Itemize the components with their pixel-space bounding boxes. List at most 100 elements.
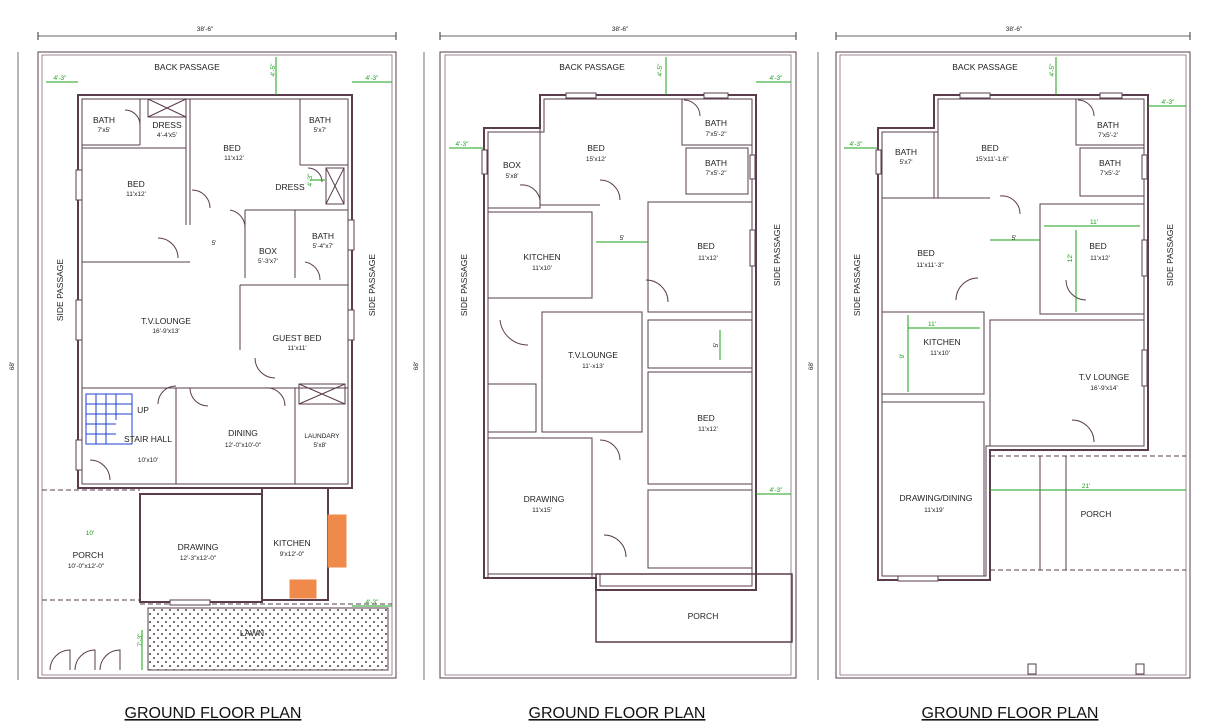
room-label: T.V.LOUNGE bbox=[568, 350, 618, 360]
room-label: BACK PASSAGE bbox=[952, 62, 1018, 72]
room-size: 11'-x13' bbox=[582, 363, 604, 370]
dimension-label: 4'-3" bbox=[770, 75, 784, 82]
dimension-label: 9' bbox=[899, 354, 906, 359]
room-size: 11'x19' bbox=[924, 507, 944, 514]
room-label: BOX bbox=[503, 160, 521, 170]
room-label: BACK PASSAGE bbox=[559, 62, 625, 72]
dimension-label: 4'-5" bbox=[657, 63, 664, 77]
room-size: 11'x12' bbox=[224, 155, 244, 162]
room-size: 7'x5'-2" bbox=[705, 170, 727, 177]
room-label: DRAWING bbox=[178, 542, 219, 552]
room-size: 9'x12'-0" bbox=[280, 551, 305, 558]
dimension-label: 4'-3" bbox=[1162, 99, 1176, 106]
plan-title: GROUND FLOOR PLAN bbox=[529, 705, 706, 722]
room-size: 7'x5'-2' bbox=[1098, 132, 1118, 139]
room-label: BATH bbox=[705, 158, 727, 168]
room-label: LAWN bbox=[240, 628, 264, 638]
dimension-label: 5' bbox=[1012, 235, 1017, 242]
room-label: BED bbox=[127, 179, 144, 189]
dimension-label: 4'-5" bbox=[1049, 63, 1056, 77]
room-size: 16'-9'x14' bbox=[1090, 385, 1117, 392]
room-label: BED bbox=[697, 241, 714, 251]
dimension-label: 4'-5" bbox=[270, 63, 277, 77]
dimension-label: 11' bbox=[1090, 219, 1098, 226]
room-label: DRESS bbox=[275, 182, 305, 192]
room-label: BED bbox=[697, 413, 714, 423]
room-label: KITCHEN bbox=[523, 252, 560, 262]
room-label: BATH bbox=[895, 147, 917, 157]
room-size: 11'x10' bbox=[532, 265, 552, 272]
room-label: SIDE PASSAGE bbox=[459, 254, 469, 317]
room-label: BED bbox=[1089, 241, 1106, 251]
plan-1 bbox=[17, 32, 397, 680]
room-label: PORCH bbox=[1081, 509, 1112, 519]
room-size: 15'x11'-1.6" bbox=[975, 156, 1009, 163]
room-size: 5'x7' bbox=[900, 159, 913, 166]
room-size: 11'x15' bbox=[532, 507, 552, 514]
room-label: BACK PASSAGE bbox=[154, 62, 220, 72]
room-size: 7'x5' bbox=[98, 127, 111, 134]
room-label: SIDE PASSAGE bbox=[367, 254, 377, 317]
dimension-label: 4'-3" bbox=[770, 487, 784, 494]
room-size: 12'-3"x12'-0" bbox=[180, 555, 217, 562]
room-label: DRAWING/DINING bbox=[900, 493, 973, 503]
room-size: 4'-4'x5' bbox=[157, 132, 177, 139]
dimension-label: 5' bbox=[713, 343, 720, 348]
room-label: DINING bbox=[228, 428, 258, 438]
room-size: 5'-3'x7' bbox=[258, 258, 278, 265]
room-size: 11'x10' bbox=[930, 350, 950, 357]
dimension-label: 4'-3" bbox=[456, 141, 470, 148]
stair-icon bbox=[85, 393, 133, 445]
room-label: BED bbox=[917, 248, 934, 258]
room-size: 11'x12' bbox=[1090, 255, 1110, 262]
plan-title: GROUND FLOOR PLAN bbox=[125, 705, 302, 722]
room-size: 11'x11' bbox=[287, 345, 306, 352]
room-size: 11'x11'-3" bbox=[916, 262, 944, 269]
dimension-label: 10' bbox=[86, 530, 94, 537]
dimension-label: 21' bbox=[1082, 483, 1090, 490]
plan-2 bbox=[423, 32, 797, 680]
room-label: BED bbox=[223, 143, 240, 153]
room-label: PORCH bbox=[73, 550, 104, 560]
kitchen-stove bbox=[289, 579, 317, 599]
room-size: 5'x7' bbox=[314, 127, 327, 134]
room-label: BATH bbox=[93, 115, 115, 125]
room-size: 10'x10' bbox=[138, 457, 158, 464]
room-label: DRESS bbox=[152, 120, 182, 130]
overall-width-label: 38'-6" bbox=[1006, 26, 1023, 33]
dimension-label: 4'-3" bbox=[307, 173, 314, 187]
room-size: 5'x8' bbox=[314, 442, 327, 449]
overall-width-label: 38'-6" bbox=[612, 26, 629, 33]
room-label: KITCHEN bbox=[273, 538, 310, 548]
room-label: BATH bbox=[309, 115, 331, 125]
plan-3 bbox=[817, 32, 1191, 680]
room-size: 15'x12' bbox=[586, 156, 606, 163]
room-label: SIDE PASSAGE bbox=[852, 254, 862, 317]
room-label: SIDE PASSAGE bbox=[772, 224, 782, 287]
dimension-label: 5' bbox=[620, 235, 625, 242]
room-size: 7'x5'-2' bbox=[1100, 170, 1120, 177]
overall-depth-label: 68' bbox=[808, 362, 815, 370]
room-label: KITCHEN bbox=[923, 337, 960, 347]
room-size: 10'-0"x12'-0" bbox=[68, 563, 105, 570]
dimension-label: 7'-3" bbox=[137, 633, 144, 647]
dimension-label: 12' bbox=[1067, 254, 1074, 262]
room-label: GUEST BED bbox=[273, 333, 322, 343]
dimension-label: 4'-3" bbox=[366, 599, 380, 606]
room-label: DRAWING bbox=[524, 494, 565, 504]
room-size: 11'x12' bbox=[698, 426, 718, 433]
room-size: 11'x12' bbox=[698, 255, 718, 262]
room-label: STAIR HALL bbox=[124, 434, 172, 444]
room-size: 5'x8' bbox=[506, 173, 519, 180]
plan-title: GROUND FLOOR PLAN bbox=[922, 705, 1099, 722]
room-label: BATH bbox=[1097, 120, 1119, 130]
dimension-label: 4'-3" bbox=[54, 75, 68, 82]
room-label: T.V.LOUNGE bbox=[141, 316, 191, 326]
room-label: LAUNDARY bbox=[304, 433, 340, 440]
dimension-label: 11' bbox=[928, 321, 936, 328]
lawn-area bbox=[147, 607, 389, 671]
room-size: 16'-9'x13' bbox=[152, 328, 179, 335]
room-size: 11'x12' bbox=[126, 191, 146, 198]
room-label: BED bbox=[981, 143, 998, 153]
